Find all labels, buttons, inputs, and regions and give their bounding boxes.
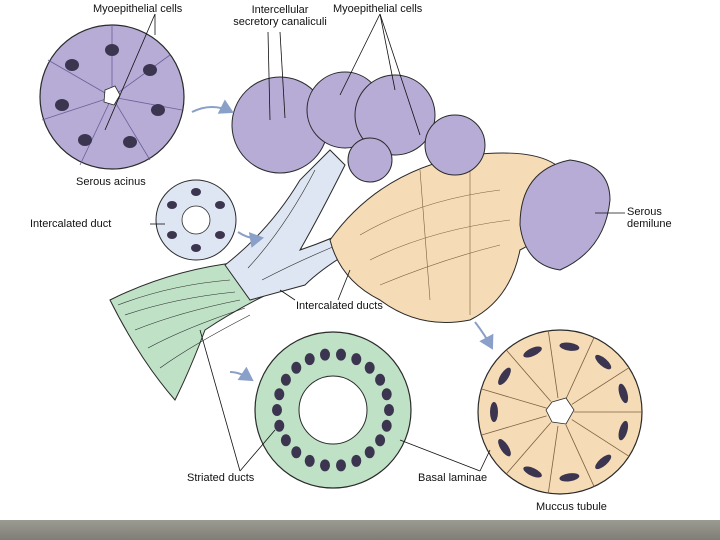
label-intercellular-canaliculi: Intercellular secretory canaliculi — [220, 4, 340, 28]
leader-lines — [104, 13, 625, 472]
label-basal-laminae: Basal laminae — [418, 472, 488, 484]
striated-cell-nucleus — [384, 404, 394, 416]
mucous-cell-wall — [481, 415, 547, 436]
striated-cell-nucleus — [375, 373, 386, 386]
mucous-cell-nucleus — [490, 402, 498, 422]
mucous-cell-wall — [505, 422, 552, 475]
mucous-cell-wall — [547, 330, 559, 399]
striated-cell-nucleus — [351, 454, 362, 467]
mucous-cell-wall — [481, 388, 547, 409]
mucous-cell-nucleus — [618, 383, 629, 404]
mucous-cell-nucleus — [618, 420, 629, 441]
label-myoepithelial-cells-left: Myoepithelial cells — [93, 3, 183, 15]
serous-acinus-cross-section — [39, 24, 185, 170]
label-serous-demilune: Serous demilune — [627, 206, 672, 230]
striated-cell-nucleus — [304, 454, 315, 467]
mucous-cell-wall — [571, 419, 630, 457]
label-intercalated-ducts: Intercalated ducts — [296, 300, 383, 312]
label-intercellular-line1: Intercellular — [251, 4, 309, 16]
mucous-cell-nucleus — [523, 346, 542, 358]
mucous-cell-wall — [565, 424, 595, 487]
mucous-cell-nucleus — [595, 354, 612, 370]
label-serous-line1: Serous — [627, 206, 662, 218]
mucous-cell-nucleus — [498, 367, 511, 385]
label-intercellular-line2: secretory canaliculi — [233, 16, 327, 28]
mucous-cell-nucleus — [559, 473, 580, 482]
label-striated-ducts: Striated ducts — [187, 472, 255, 484]
serous-acini-lobes — [231, 71, 611, 271]
striated-cell-nucleus — [274, 419, 285, 432]
striated-cell-nucleus — [336, 348, 346, 361]
striated-cell-nucleus — [364, 446, 375, 459]
mucous-cell-nucleus — [523, 466, 542, 478]
label-serous-line2: demilune — [627, 218, 672, 230]
striated-cell-nucleus — [280, 373, 291, 386]
striated-cell-nucleus — [336, 459, 346, 472]
striated-cell-nucleus — [381, 388, 392, 401]
label-intercalated-duct: Intercalated duct — [30, 218, 112, 230]
striated-cell-nucleus — [272, 404, 282, 416]
mucous-cell-wall — [571, 367, 630, 405]
mucous-cell-nucleus — [595, 454, 612, 470]
striated-cell-nucleus — [381, 419, 392, 432]
striated-cell-nucleus — [320, 459, 330, 472]
mucous-cell-nucleus — [559, 342, 580, 351]
striated-cell-nucleus — [291, 361, 302, 374]
label-serous-acinus: Serous acinus — [76, 176, 146, 188]
connector-arrows — [191, 99, 494, 382]
striated-cell-nucleus — [304, 353, 315, 366]
striated-cell-nucleus — [274, 388, 285, 401]
striated-cell-nucleus — [351, 353, 362, 366]
striated-cell-nucleus — [320, 348, 330, 361]
intercalated-duct-cross-section — [155, 179, 237, 261]
label-myoepithelial-cells-right: Myoepithelial cells — [333, 3, 423, 15]
mucous-cell-nucleus — [498, 439, 511, 457]
mucous-tubule-cross-section — [477, 329, 643, 495]
striated-cell-nucleus — [291, 446, 302, 459]
mucous-cell-wall — [547, 425, 559, 494]
striated-cell-nucleus — [375, 434, 386, 447]
striated-cell-nucleus — [280, 434, 291, 447]
mucous-cell-wall — [505, 349, 552, 402]
mucous-cell-wall — [565, 337, 595, 400]
salivary-gland-illustration — [39, 13, 643, 495]
striated-duct-cross-section — [254, 331, 412, 489]
label-mucous-tubule: Muccus tubule — [536, 501, 607, 513]
striated-cell-nucleus — [364, 361, 375, 374]
bottom-frame-bar — [0, 520, 720, 540]
